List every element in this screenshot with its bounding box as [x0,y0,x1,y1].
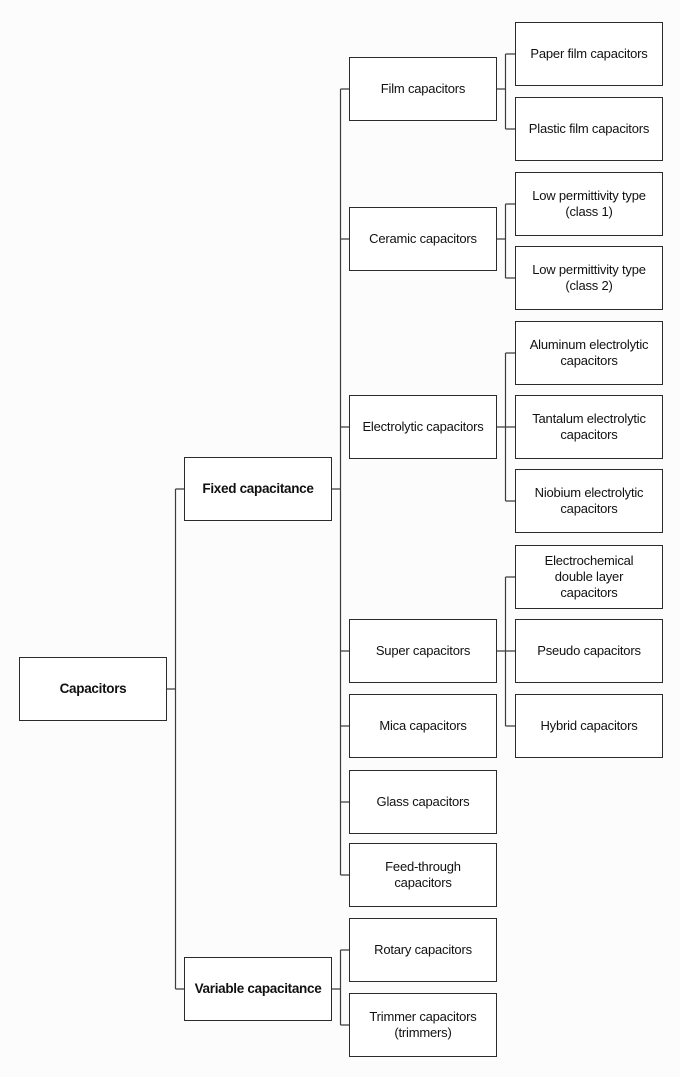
node-glass-capacitors: Glass capacitors [349,770,497,834]
node-niobium-electrolytic-capacitors: Niobium electrolytic capacitors [515,469,663,533]
connector-root-to-branches [167,488,184,990]
node-ceramic-capacitors: Ceramic capacitors [349,207,497,271]
node-mica-capacitors: Mica capacitors [349,694,497,758]
node-capacitors: Capacitors [19,657,167,721]
connector-fixed-to-children [332,88,349,876]
node-rotary-capacitors: Rotary capacitors [349,918,497,982]
node-pseudo-capacitors: Pseudo capacitors [515,619,663,683]
node-super-capacitors: Super capacitors [349,619,497,683]
node-paper-film-capacitors: Paper film capacitors [515,22,663,86]
node-plastic-film-capacitors: Plastic film capacitors [515,97,663,161]
node-variable-capacitance: Variable capacitance [184,957,332,1021]
node-low-permittivity-class-2: Low permittivity type (class 2) [515,246,663,310]
connector-variable-to-children [332,949,349,1026]
node-film-capacitors: Film capacitors [349,57,497,121]
node-fixed-capacitance: Fixed capacitance [184,457,332,521]
node-aluminum-electrolytic-capacitors: Aluminum electrolytic capacitors [515,321,663,385]
node-trimmer-capacitors: Trimmer capacitors (trimmers) [349,993,497,1057]
node-electrolytic-capacitors: Electrolytic capacitors [349,395,497,459]
node-electrochemical-double-layer-capacitors: Electrochemical double layer capacitors [515,545,663,609]
connector-super-to-children [497,576,515,727]
connector-film-to-children [497,53,515,130]
connector-ceramic-to-children [497,203,515,279]
node-hybrid-capacitors: Hybrid capacitors [515,694,663,758]
node-tantalum-electrolytic-capacitors: Tantalum electrolytic capacitors [515,395,663,459]
connector-electrolytic-to-children [497,352,515,502]
node-feed-through-capacitors: Feed-through capacitors [349,843,497,907]
node-low-permittivity-class-1: Low permittivity type (class 1) [515,172,663,236]
